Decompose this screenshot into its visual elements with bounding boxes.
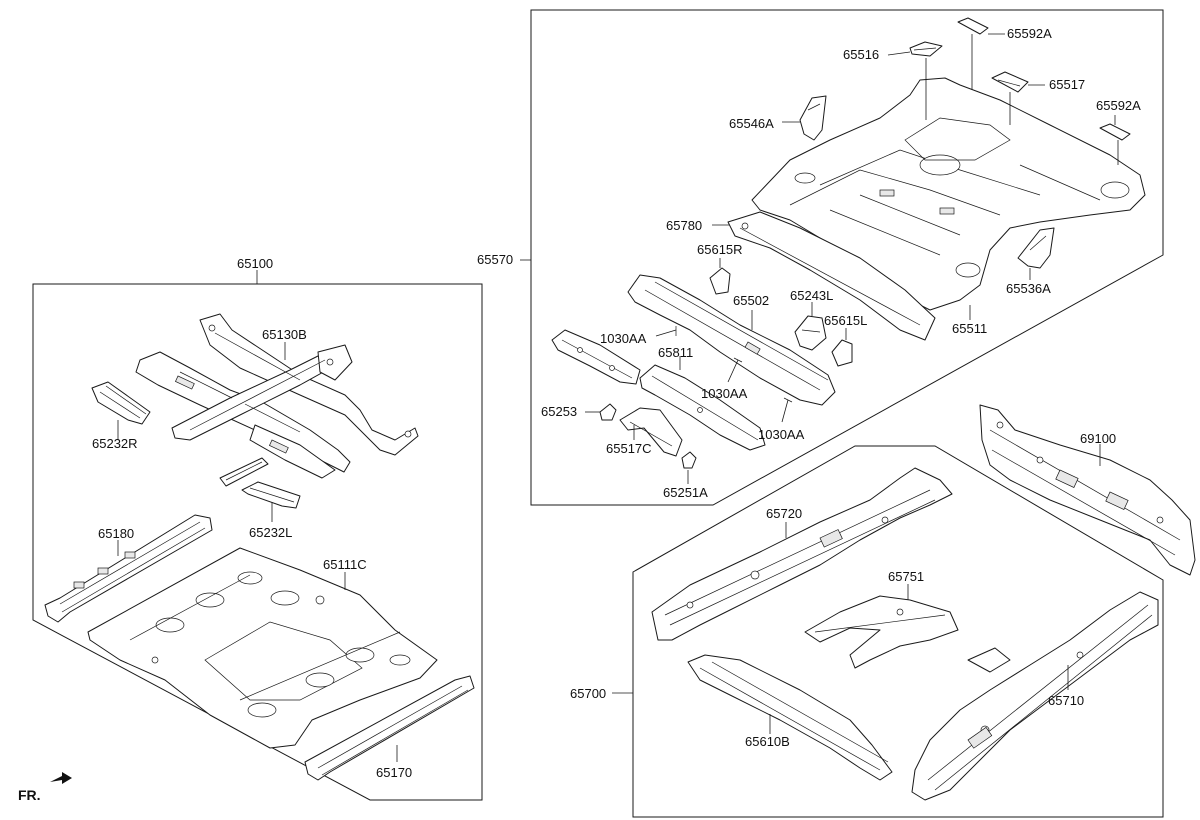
group-65700-frame — [612, 445, 1164, 818]
part-65592a-top-bracket[interactable] — [957, 17, 989, 35]
label-65232r[interactable]: 65232R — [92, 436, 138, 451]
part-65517c-bracket[interactable] — [619, 407, 683, 457]
bolt-1030aa-a[interactable] — [655, 326, 677, 337]
part-65615l-bracket[interactable] — [831, 339, 853, 367]
part-65253-clip[interactable] — [599, 403, 617, 421]
label-65517[interactable]: 65517 — [1049, 77, 1085, 92]
label-65592a-right[interactable]: 65592A — [1096, 98, 1141, 113]
part-65516-bracket[interactable] — [909, 41, 943, 57]
label-65511[interactable]: 65511 — [952, 321, 987, 336]
part-65720-rear-frame[interactable] — [651, 467, 953, 641]
label-65517c[interactable]: 65517C — [606, 441, 652, 456]
label-65546a[interactable]: 65546A — [729, 116, 774, 131]
part-65710-rear-frame[interactable] — [911, 591, 1159, 801]
part-65610b-member[interactable] — [687, 654, 893, 781]
front-direction-label: FR. — [18, 787, 41, 803]
label-65592a-top[interactable]: 65592A — [1007, 26, 1052, 41]
part-65170-side-sill[interactable] — [304, 675, 475, 781]
part-65536a-bracket[interactable] — [1017, 227, 1055, 269]
part-65517-bracket[interactable] — [991, 71, 1029, 93]
label-65720[interactable]: 65720 — [766, 506, 802, 521]
label-1030aa-a[interactable]: 1030AA — [600, 331, 647, 346]
part-65570-left-member[interactable] — [551, 329, 641, 385]
part-65180-side-sill[interactable] — [44, 514, 213, 623]
part-65780-crossmember[interactable] — [727, 211, 936, 341]
label-65751[interactable]: 65751 — [888, 569, 924, 584]
label-65253[interactable]: 65253 — [541, 404, 577, 419]
part-65232r-bracket[interactable] — [91, 381, 151, 425]
part-65546a-bracket[interactable] — [799, 95, 827, 141]
label-65516[interactable]: 65516 — [843, 47, 879, 62]
label-65243l[interactable]: 65243L — [790, 288, 833, 303]
label-65130b[interactable]: 65130B — [262, 327, 307, 342]
label-65170[interactable]: 65170 — [376, 765, 412, 780]
bolt-1030aa-c[interactable] — [781, 397, 793, 423]
label-65610b[interactable]: 65610B — [745, 734, 790, 749]
part-65232l-bracket[interactable] — [219, 457, 301, 509]
group-65570-frame — [520, 9, 1164, 506]
label-65710[interactable]: 65710 — [1048, 693, 1084, 708]
part-65615r-bracket[interactable] — [709, 267, 731, 295]
bolt-1030aa-b[interactable] — [727, 357, 743, 383]
part-65811-member[interactable] — [639, 364, 766, 451]
part-69100-panel[interactable] — [979, 404, 1196, 576]
part-65592a-right-bracket[interactable] — [1099, 123, 1131, 141]
label-65780[interactable]: 65780 — [666, 218, 702, 233]
label-65180[interactable]: 65180 — [98, 526, 134, 541]
label-65536a[interactable]: 65536A — [1006, 281, 1051, 296]
part-65502-side-member[interactable] — [627, 274, 836, 406]
label-1030aa-b[interactable]: 1030AA — [701, 386, 748, 401]
group-65100-frame — [32, 270, 483, 801]
label-65570[interactable]: 65570 — [477, 252, 513, 267]
part-65130b-crossmember[interactable] — [135, 313, 419, 479]
label-65811[interactable]: 65811 — [658, 345, 693, 360]
part-65251a-clip[interactable] — [681, 451, 697, 469]
label-65232l[interactable]: 65232L — [249, 525, 292, 540]
front-direction-arrow-icon — [50, 772, 72, 784]
label-65615l[interactable]: 65615L — [824, 313, 867, 328]
part-labels: 65100 65130B 65232R 65232L 65180 65111C … — [18, 26, 1141, 803]
part-65751-crossmember[interactable] — [804, 595, 959, 669]
label-65615r[interactable]: 65615R — [697, 242, 743, 257]
label-65502[interactable]: 65502 — [733, 293, 769, 308]
label-69100[interactable]: 69100 — [1080, 431, 1116, 446]
label-65100[interactable]: 65100 — [237, 256, 273, 271]
label-65111c[interactable]: 65111C — [323, 557, 367, 572]
label-65251a[interactable]: 65251A — [663, 485, 708, 500]
label-1030aa-c[interactable]: 1030AA — [758, 427, 805, 442]
part-65111c-front-floor[interactable] — [87, 547, 438, 749]
label-65700[interactable]: 65700 — [570, 686, 606, 701]
part-65243l-bracket[interactable] — [794, 315, 827, 351]
